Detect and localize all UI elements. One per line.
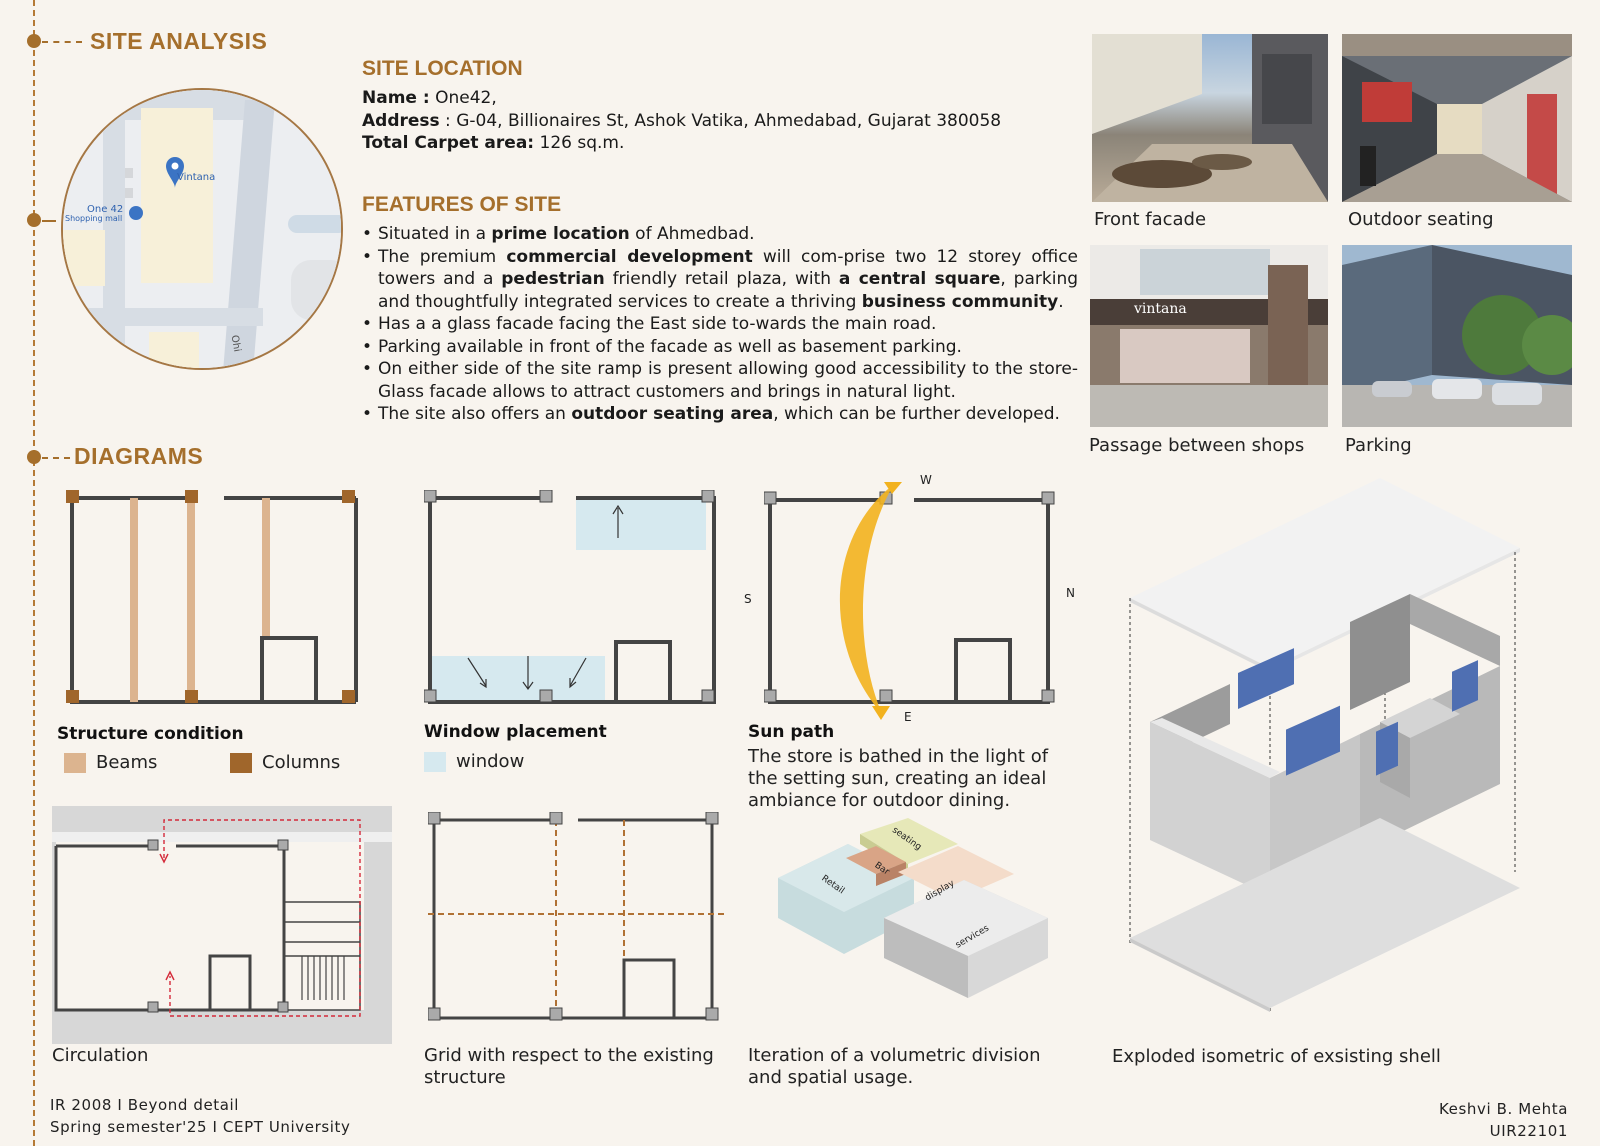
- feature-text: , which can be further developed.: [773, 404, 1060, 424]
- features-list: Situated in a prime location of Ahmedbad…: [362, 223, 1078, 426]
- feature-text: On either side of the site ramp is prese…: [378, 359, 1078, 402]
- feature-highlight: business community: [861, 291, 1059, 312]
- passage-graphic: [1090, 245, 1328, 427]
- feature-text: The site also offers an: [378, 404, 572, 424]
- legend-window: window: [424, 751, 524, 772]
- feature-item: Parking available in front of the facade…: [362, 336, 1078, 359]
- site-address-row: Address : G-04, Billionaires St, Ashok V…: [362, 110, 1062, 133]
- photo-outdoor-seating: [1342, 34, 1572, 202]
- feature-item: The premium commercial development will …: [362, 246, 1078, 314]
- feature-text: Situated in a: [378, 224, 492, 244]
- photo-passage: vintana: [1090, 245, 1328, 427]
- feature-item: Has a a glass facade facing the East sid…: [362, 313, 1078, 336]
- footer-right: Keshvi B. Mehta UIR22101: [1439, 1098, 1568, 1142]
- window-legend-label: window: [456, 751, 525, 772]
- site-address-label: Address: [362, 110, 440, 131]
- map-graphic: [63, 90, 341, 368]
- footer-course: IR 2008 I Beyond detail: [50, 1096, 240, 1114]
- compass-north: N: [1066, 586, 1075, 600]
- compass-south: S: [744, 592, 752, 606]
- feature-text: of Ahmedbad.: [629, 224, 755, 244]
- compass-west: W: [920, 473, 932, 487]
- legend-columns: Columns: [230, 752, 340, 773]
- feature-text: Parking available in front of the facade…: [378, 336, 962, 357]
- site-name-label: Name :: [362, 88, 430, 108]
- front-facade-graphic: [1092, 34, 1328, 202]
- feature-text: .: [1058, 291, 1064, 312]
- caption-passage: Passage between shops: [1089, 435, 1305, 456]
- photo-parking: [1342, 245, 1572, 427]
- timeline-dash: [42, 220, 56, 222]
- diagrams-title: DIAGRAMS: [74, 443, 204, 469]
- feature-text: The premium: [378, 246, 507, 267]
- feature-item: The site also offers an outdoor seating …: [362, 403, 1078, 426]
- map-mall-label: One 42: [87, 204, 124, 215]
- circulation-diagram: [52, 806, 392, 1044]
- site-name-row: Name : One42,: [362, 87, 1062, 110]
- timeline-node: [27, 34, 41, 48]
- beams-label: Beams: [96, 752, 158, 773]
- exploded-isometric: [1129, 478, 1520, 1012]
- timeline-line: [33, 0, 35, 1146]
- parking-graphic: [1342, 245, 1572, 427]
- structure-diagram: [66, 490, 358, 704]
- legend-beams: Beams: [64, 752, 157, 773]
- volumetric-diagram: [778, 818, 1048, 998]
- footer-semester: Spring semester'25 I CEPT University: [50, 1118, 351, 1136]
- caption-front-facade: Front facade: [1094, 209, 1207, 230]
- columns-label: Columns: [262, 752, 341, 773]
- site-analysis-title: SITE ANALYSIS: [90, 28, 268, 54]
- iteration-caption: Iteration of a volumetric division and s…: [748, 1045, 1041, 1088]
- site-name-value: One42,: [429, 88, 497, 108]
- sun-path-title: Sun path: [748, 722, 835, 742]
- feature-item: On either side of the site ramp is prese…: [362, 358, 1078, 403]
- grid-diagram: [428, 812, 724, 1021]
- site-address-value: : G-04, Billionaires St, Ashok Vatika, A…: [439, 110, 1002, 131]
- window-swatch: [424, 751, 446, 772]
- window-title: Window placement: [424, 722, 607, 742]
- timeline-dash: [42, 41, 82, 43]
- features-heading: FEATURES OF SITE: [362, 193, 562, 216]
- footer-author: Keshvi B. Mehta: [1438, 1100, 1568, 1118]
- beam-swatch: [64, 752, 86, 773]
- map-pin-label: Vintana: [177, 172, 216, 183]
- feature-text: friendly retail plaza, with: [604, 269, 839, 289]
- sun-path-diagram: [764, 482, 1055, 720]
- sun-path-description: The store is bathed in the light of the …: [748, 746, 1049, 811]
- feature-highlight: outdoor seating area: [571, 404, 774, 424]
- column-swatch: [230, 752, 252, 773]
- feature-text: , parking and thoughtfully integrated se…: [378, 269, 1079, 312]
- site-area-row: Total Carpet area: 126 sq.m.: [362, 132, 1062, 155]
- timeline-dash: [42, 457, 70, 459]
- compass-east: E: [904, 710, 912, 724]
- feature-text: will com-prise two 12 storey office towe…: [378, 246, 1078, 290]
- grid-caption: Grid with respect to the existing struct…: [424, 1045, 714, 1088]
- site-location-details: Name : One42, Address : G-04, Billionair…: [362, 87, 1062, 155]
- photo-front-facade: [1092, 34, 1328, 202]
- window-diagram: [424, 490, 716, 704]
- site-area-label: Total Carpet area:: [362, 133, 535, 153]
- structure-title: Structure condition: [57, 724, 244, 744]
- caption-outdoor-seating: Outdoor seating: [1348, 209, 1494, 230]
- caption-parking: Parking: [1345, 435, 1412, 456]
- feature-text: Has a a glass facade facing the East sid…: [378, 314, 937, 334]
- map-mall-sublabel: Shopping mall: [65, 214, 123, 223]
- shop-sign: vintana: [1134, 301, 1187, 317]
- site-location-heading: SITE LOCATION: [362, 57, 523, 80]
- footer-id: UIR22101: [1489, 1122, 1568, 1140]
- timeline-node: [27, 450, 41, 464]
- footer-left: IR 2008 I Beyond detail Spring semester'…: [50, 1094, 351, 1138]
- exploded-caption: Exploded isometric of exsisting shell: [1112, 1046, 1441, 1067]
- feature-highlight: pedestrian: [501, 269, 605, 289]
- site-map: Vintana One 42 Shopping mall Ohi: [61, 88, 343, 370]
- outdoor-seating-graphic: [1342, 34, 1572, 202]
- circulation-caption: Circulation: [52, 1045, 149, 1066]
- feature-highlight: a central square: [838, 269, 1001, 289]
- site-area-value: 126 sq.m.: [534, 133, 625, 153]
- feature-highlight: commercial development: [506, 246, 753, 267]
- timeline-node: [27, 213, 41, 227]
- feature-highlight: prime location: [491, 224, 630, 244]
- feature-item: Situated in a prime location of Ahmedbad…: [362, 223, 1078, 246]
